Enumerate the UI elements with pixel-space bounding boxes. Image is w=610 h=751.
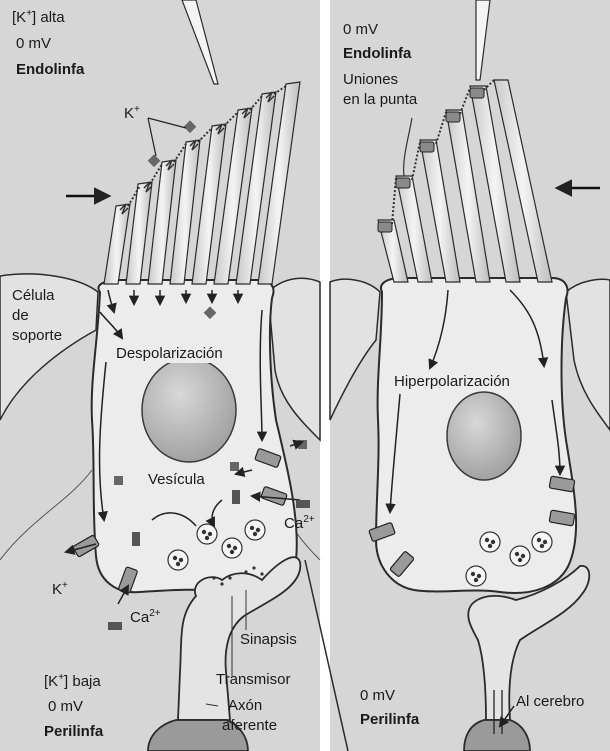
axon-label-l2: aferente: [222, 716, 277, 735]
vesicle-label: Vesícula: [146, 470, 207, 489]
tip-links-label-l2: en la punta: [343, 90, 417, 109]
support-cell-label-l3: soporte: [12, 326, 62, 345]
k-symbol-top: K: [124, 105, 134, 122]
nucleus-right: [447, 392, 521, 480]
ca-symbol-bottom: Ca: [130, 609, 149, 626]
endolymph-label-right: Endolinfa: [343, 44, 411, 63]
k-concentration-high-label: [K+] alta: [12, 8, 65, 27]
voltage-label-right-top: 0 mV: [343, 20, 378, 39]
synapse-label: Sinapsis: [240, 630, 297, 649]
k-low-word: baja: [72, 673, 100, 690]
voltage-label-left-top: 0 mV: [16, 34, 51, 53]
tip-links-label-l1: Uniones: [343, 70, 398, 89]
to-brain-label: Al cerebro: [516, 692, 584, 711]
k-concentration-low-label: [K+] baja: [44, 672, 101, 691]
calcium-label-right: Ca2+: [284, 514, 315, 533]
voltage-label-right-bottom: 0 mV: [360, 686, 395, 705]
k-high-word: alta: [40, 9, 64, 26]
axon-label-l1: Axón: [228, 696, 262, 715]
voltage-label-left-bottom: 0 mV: [48, 697, 83, 716]
depolarization-label: Despolarización: [114, 344, 225, 363]
nucleus-left: [142, 358, 236, 462]
support-cell-label-l1: Célula: [12, 286, 55, 305]
perilymph-label-right: Perilinfa: [360, 710, 419, 729]
hyperpolarization-label: Hiperpolarización: [392, 372, 512, 391]
potassium-label-bottom: K+: [52, 580, 68, 599]
transmitter-label: Transmisor: [216, 670, 290, 689]
potassium-label-top: K+: [124, 104, 140, 123]
k-symbol-bottom: K: [52, 581, 62, 598]
ca-symbol-right: Ca: [284, 515, 303, 532]
endolymph-label-left: Endolinfa: [16, 60, 84, 79]
perilymph-label-left: Perilinfa: [44, 722, 103, 741]
support-cell-label-l2: de: [12, 306, 29, 325]
panel-divider: [320, 0, 330, 751]
calcium-label-bottom: Ca2+: [130, 608, 161, 627]
